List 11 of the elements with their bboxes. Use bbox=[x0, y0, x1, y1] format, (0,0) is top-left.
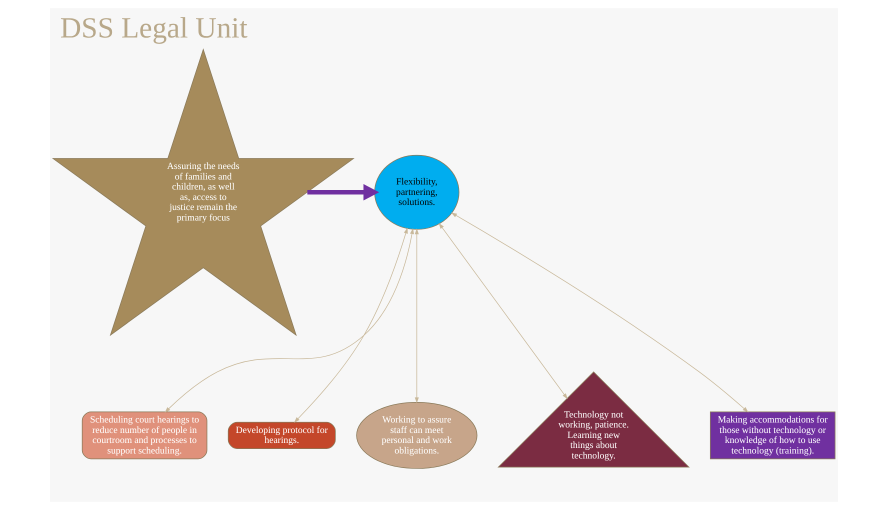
arrow bbox=[414, 228, 419, 404]
arrow bbox=[164, 228, 414, 413]
diagram-title: DSS Legal Unit bbox=[60, 12, 248, 45]
arrow bbox=[307, 184, 380, 201]
arrow bbox=[451, 212, 748, 412]
node-ellipse: Working to assure staff can meet personal and work obligations. bbox=[356, 402, 478, 469]
arrow bbox=[294, 228, 408, 423]
arrow bbox=[438, 222, 568, 400]
node-box: Making accommodations for those without technology or knowledge of how to use technology (training). bbox=[710, 412, 836, 460]
node-box: Developing protocol for hearings. bbox=[228, 422, 336, 449]
node-box: Scheduling court hearings to reduce number of people in courtroom and processes to support scheduling. bbox=[82, 412, 208, 460]
